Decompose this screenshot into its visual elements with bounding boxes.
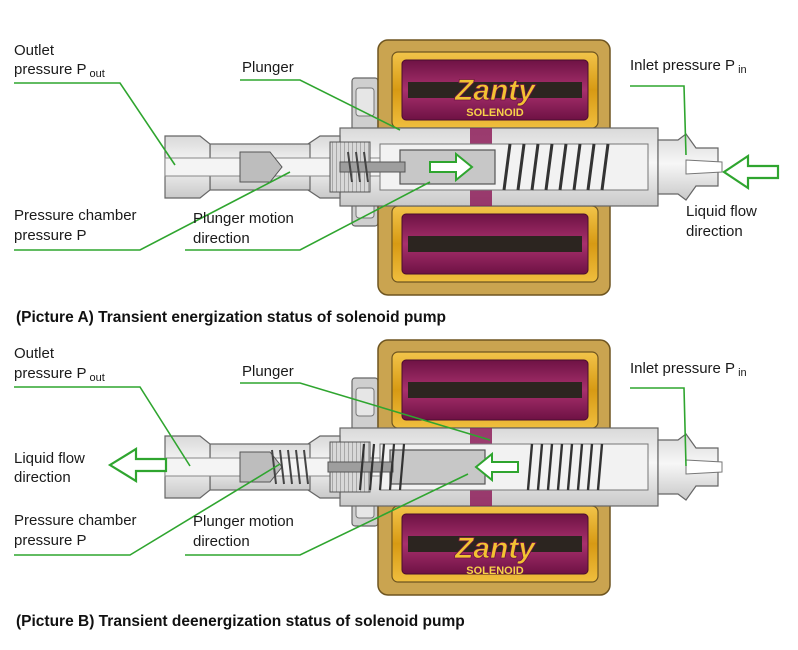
flow-label-a-2: direction <box>686 223 743 240</box>
brand-sub-b: SOLENOID <box>466 565 524 577</box>
outlet-spring-a <box>347 151 369 183</box>
chamber-label-b-2: pressure P <box>14 532 87 549</box>
motion-label-a-2: direction <box>193 230 250 247</box>
plunger-label-a: Plunger <box>242 59 294 76</box>
motion-label-a-1: Plunger motion <box>193 210 294 227</box>
plunger-b <box>389 449 486 485</box>
plunger-motion-arrow-a <box>429 151 474 183</box>
flow-arrow-b <box>107 447 168 483</box>
flow-label-a-1: Liquid flow <box>686 203 757 220</box>
brand-name-a: Zanty <box>454 74 536 107</box>
left-spring-b <box>358 443 406 491</box>
brand-name-b: Zanty <box>454 532 536 565</box>
caption-a: (Picture A) Transient energization statu… <box>16 309 446 326</box>
main-spring-a <box>502 143 610 191</box>
outlet-label-b-1: Outlet <box>14 345 55 362</box>
outlet-label-a-1: Outlet <box>14 42 55 59</box>
chamber-label-b-1: Pressure chamber <box>14 512 137 529</box>
pump-assembly-b: Zanty SOLENOID <box>164 339 723 596</box>
main-spring-b <box>526 443 604 491</box>
motion-label-b-2: direction <box>193 533 250 550</box>
leader-lines-a <box>14 79 687 251</box>
motion-label-b-1: Plunger motion <box>193 513 294 530</box>
pump-assembly-a: Zanty SOLENOID <box>164 39 723 296</box>
caption-b: (Picture B) Transient deenergization sta… <box>16 613 465 630</box>
brand-sub-a: SOLENOID <box>466 107 524 119</box>
plunger-motion-arrow-b <box>474 451 519 483</box>
chamber-label-a-2: pressure P <box>14 227 87 244</box>
leader-lines-b <box>14 382 687 556</box>
flow-label-b-2: direction <box>14 469 71 486</box>
flow-label-b-1: Liquid flow <box>14 450 85 467</box>
chamber-label-a-1: Pressure chamber <box>14 207 137 224</box>
flow-arrow-a <box>722 153 780 191</box>
plunger-label-b: Plunger <box>242 363 294 380</box>
